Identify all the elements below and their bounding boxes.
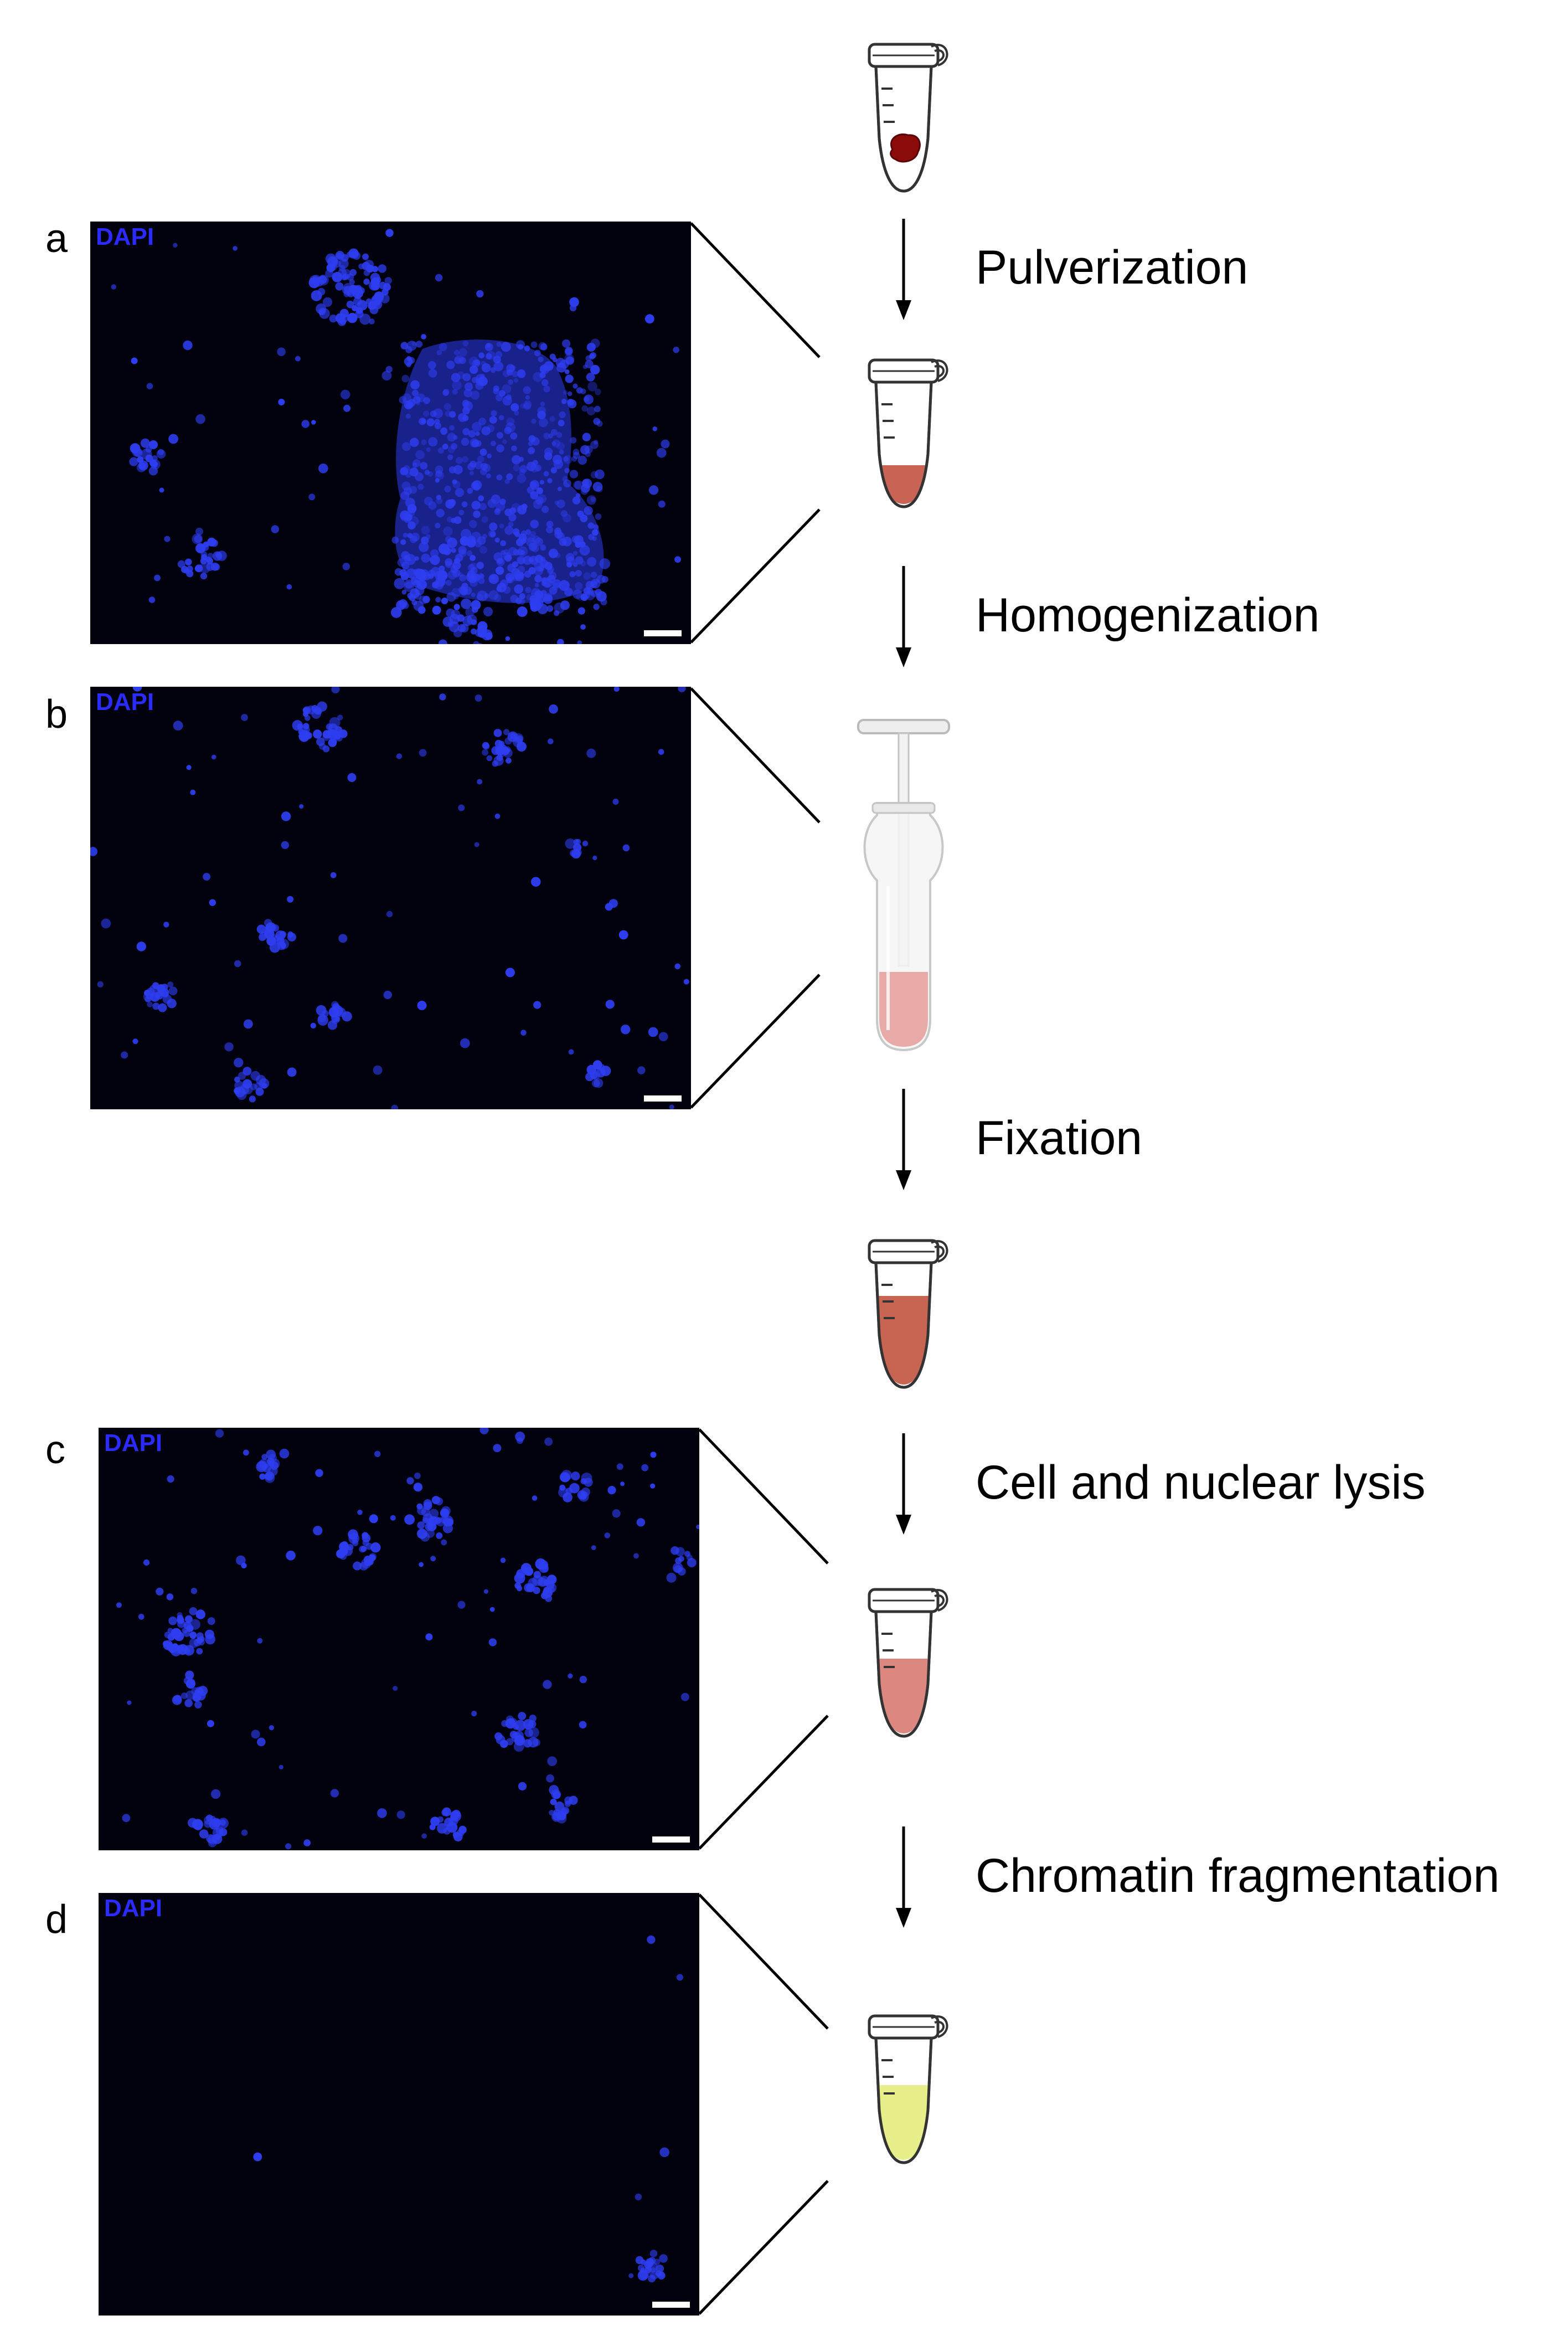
zoom-line-c-bottom [698,1715,829,1850]
dounce-homogenizer-icon [857,719,950,1052]
panel-letter-d: d [45,1897,68,1942]
arrow-down-icon [896,1433,911,1535]
stain-label-c: DAPI [104,1429,163,1457]
scale-bar-a [644,630,682,636]
dapi-nuclei-image-d [99,1893,699,2316]
scale-bar-d [652,2302,690,2308]
panel-letter-b: b [45,692,68,737]
zoom-line-b-top [690,687,821,824]
panel-letter-c: c [45,1428,65,1472]
step-label-fragmentation: Chromatin fragmentation [976,1849,1500,1902]
zoom-line-c-top [698,1428,829,1565]
dapi-nuclei-image-a [90,222,691,644]
arrow-down-icon [896,219,911,320]
step-label-fixation: Fixation [976,1112,1143,1165]
microcentrifuge-tube-icon [868,1239,948,1389]
step-label-pulverization: Pulverization [976,241,1249,294]
microcentrifuge-tube-icon [868,2014,948,2164]
zoom-line-d-bottom [698,2180,829,2315]
arrows [896,219,911,1928]
arrow-down-icon [896,566,911,667]
scale-bar-b [644,1095,682,1102]
microcentrifuge-tube-icon [868,43,948,193]
dapi-nuclei-image-b [90,687,691,1109]
zoom-line-d-top [698,1894,829,2030]
zoom-line-b-bottom [690,974,821,1109]
microscopy-panel-b: DAPI [90,687,691,1109]
zoom-lines [690,222,829,2315]
microcentrifuge-tube-icon [868,1588,948,1738]
step-label-lysis: Cell and nuclear lysis [976,1456,1426,1509]
zoom-line-a-top [690,222,821,358]
panel-letter-a: a [45,217,68,261]
microscopy-panel-d: DAPI [99,1893,699,2316]
microscopy-panel-a: DAPI [90,222,691,644]
arrow-down-icon [896,1826,911,1928]
stain-label-b: DAPI [96,688,154,716]
dapi-nuclei-image-c [99,1428,699,1850]
arrow-down-icon [896,1089,911,1190]
stain-label-a: DAPI [96,223,154,250]
tubes [868,43,948,2164]
microcentrifuge-tube-icon [868,358,948,508]
step-label-homogenization: Homogenization [976,589,1320,642]
scale-bar-c [652,1836,690,1843]
stain-label-d: DAPI [104,1895,163,1922]
microscopy-panel-c: DAPI [99,1428,699,1850]
zoom-line-a-bottom [690,508,821,644]
